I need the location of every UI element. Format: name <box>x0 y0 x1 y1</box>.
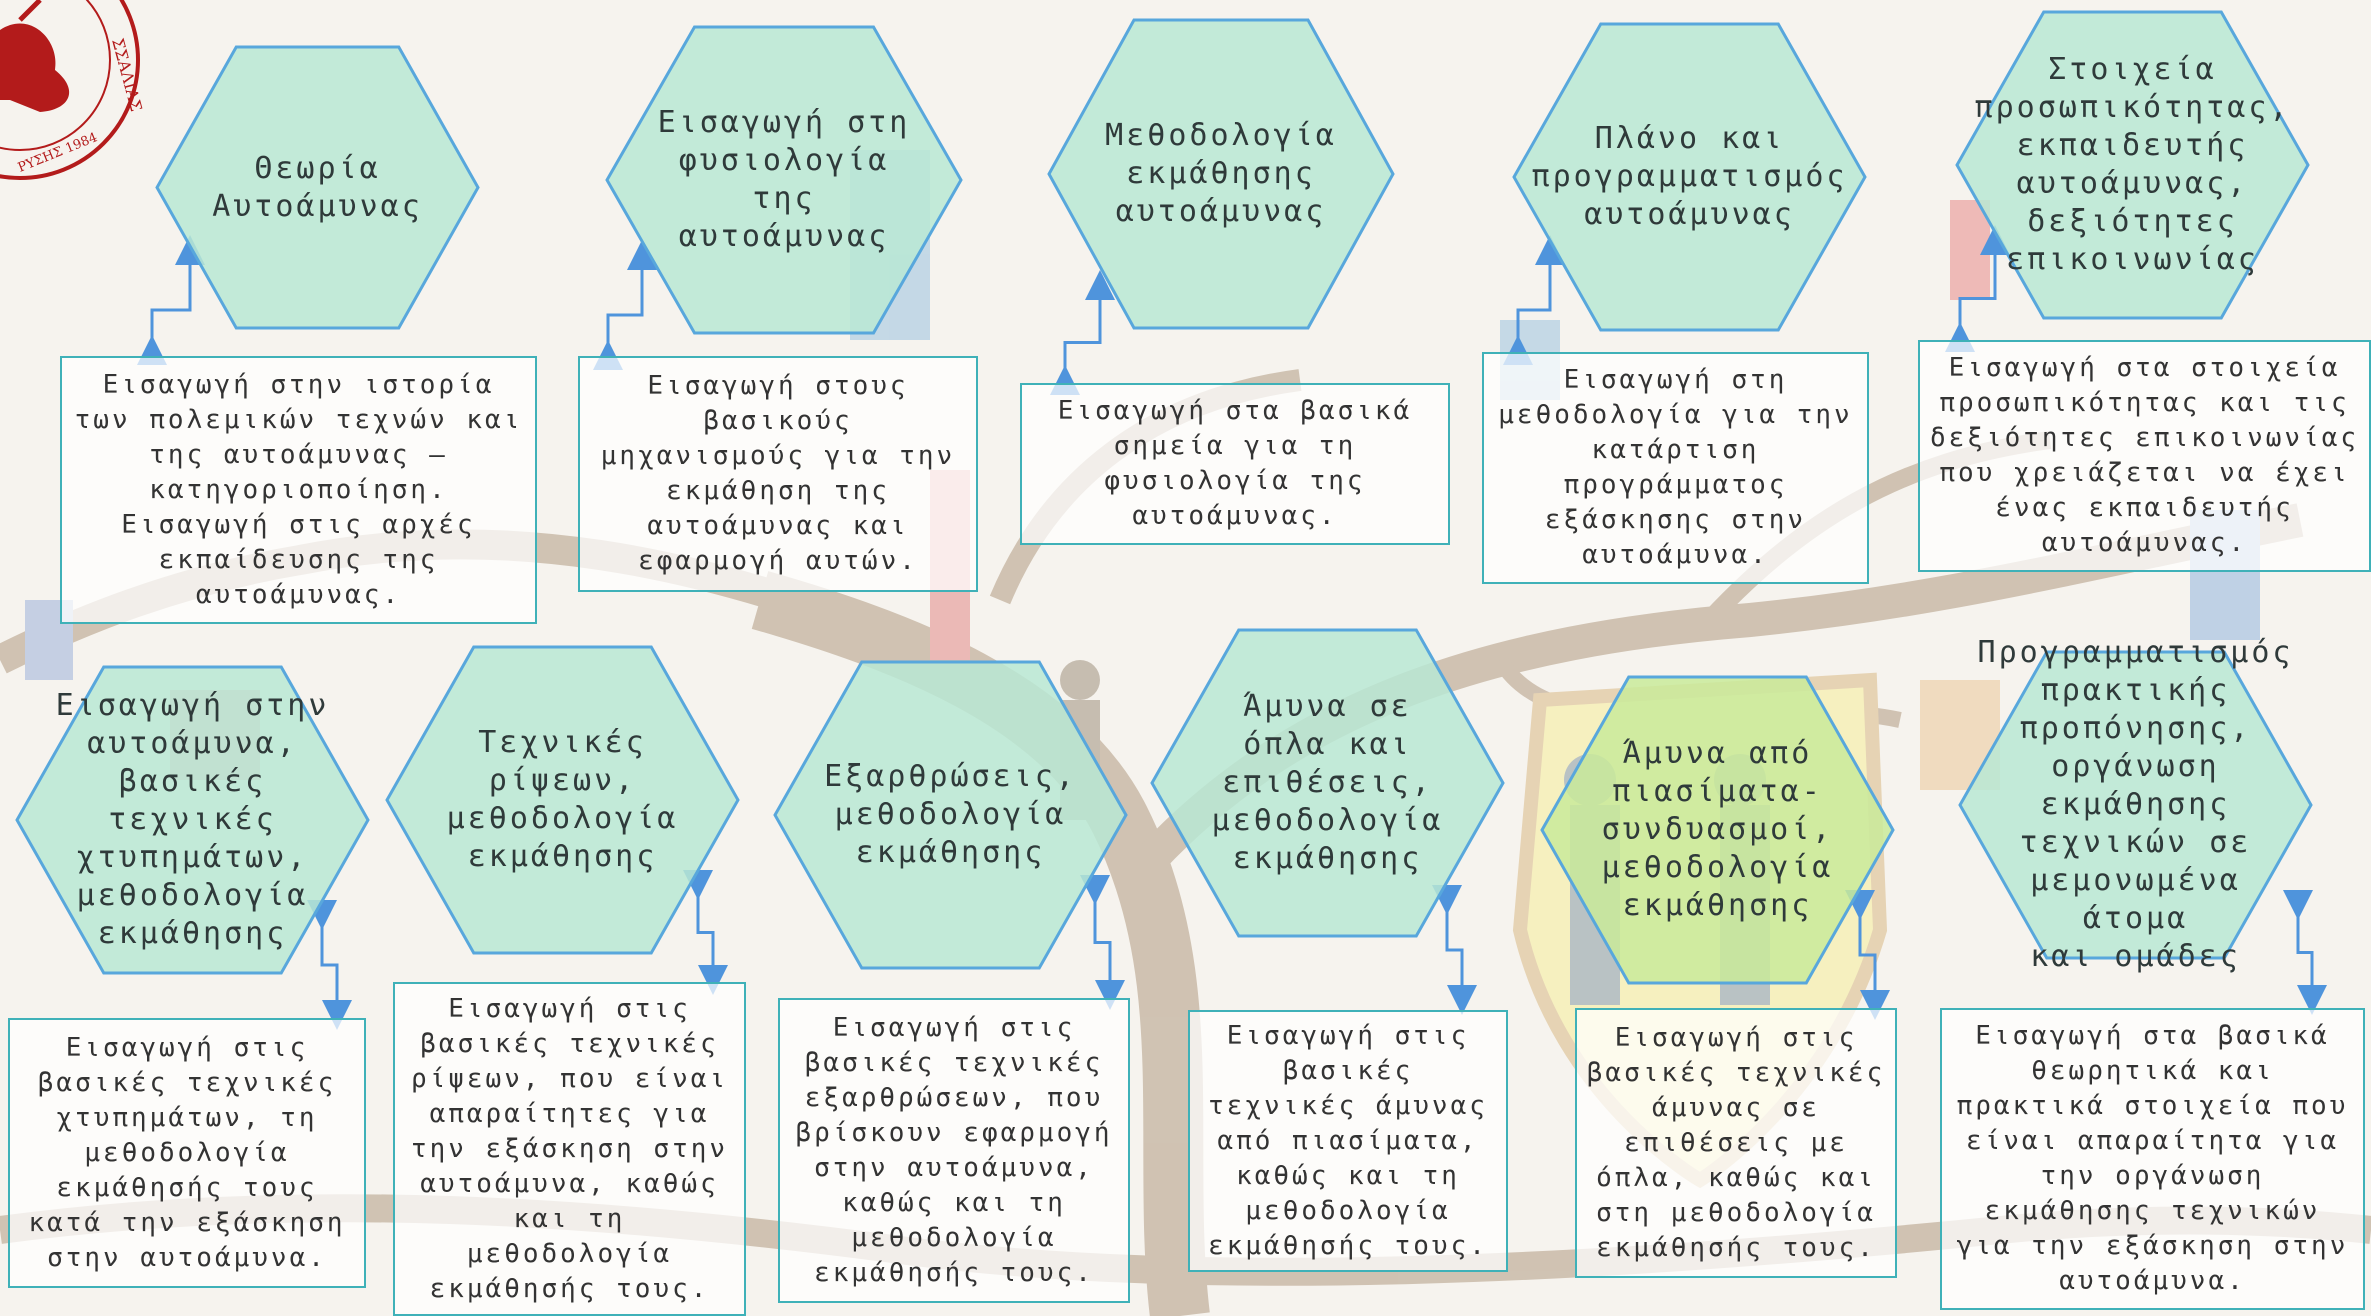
module-title: Προγραμματισμός πρακτικής προπόνησης, ορ… <box>1977 635 2294 974</box>
module-description-box: Εισαγωγή στα βασικά σημεία για τη φυσιολ… <box>1020 383 1450 545</box>
module-description-box: Εισαγωγή στις βασικές τεχνικές εξαρθρώσε… <box>778 998 1130 1303</box>
module-description-box: Εισαγωγή στην ιστορία των πολεμικών τεχν… <box>60 356 537 624</box>
module-title: Τεχνικές ρίψεων, μεθοδολογία εκμάθησης <box>446 725 679 874</box>
module-title: Εισαγωγή στη φυσιολογία της αυτοάμυνας <box>657 105 911 254</box>
hexagon-shape <box>155 45 480 330</box>
module-description-box: Εισαγωγή στα στοιχεία προσωπικότητας και… <box>1918 340 2371 572</box>
module-hexagon: Εξαρθρώσεις, μεθοδολογία εκμάθησης <box>773 660 1128 970</box>
hexagon-shape <box>1512 22 1867 332</box>
module-title: Εισαγωγή στην αυτοάμυνα, βασικές τεχνικέ… <box>55 688 330 951</box>
module-description: Εισαγωγή στις βασικές τεχνικές ρίψεων, π… <box>410 993 729 1304</box>
hexagon-shape <box>385 645 740 955</box>
module-title: Άμυνα από πιασίματα- συνδυασμοί, μεθοδολ… <box>1601 736 1834 923</box>
connector-arrow <box>1845 890 1890 1020</box>
module-description: Εισαγωγή στους βασικούς μηχανισμούς για … <box>600 371 956 576</box>
module-hexagon: Μεθοδολογία εκμάθησης αυτοάμυνας <box>1047 18 1395 330</box>
connector-arrow <box>307 900 352 1030</box>
module-hexagon: Θεωρία Αυτοάμυνας <box>155 45 480 330</box>
module-title: Πλάνο και προγραμματισμός αυτοάμυνας <box>1531 121 1848 232</box>
module-description-box: Εισαγωγή στις βασικές τεχνικές χτυπημάτω… <box>8 1018 366 1288</box>
module-description: Εισαγωγή στα βασικά θεωρητικά και πρακτι… <box>1956 1021 2349 1296</box>
module-title: Άμυνα σε όπλα και επιθέσεις, μεθοδολογία… <box>1211 689 1444 876</box>
svg-text:ΣΣΑΛΙΑΣ: ΣΣΑΛΙΑΣ <box>108 36 146 113</box>
module-description-box: Εισαγωγή στα βασικά θεωρητικά και πρακτι… <box>1940 1008 2365 1310</box>
module-description: Εισαγωγή στις βασικές τεχνικές άμυνας απ… <box>1208 1020 1488 1261</box>
module-description-box: Εισαγωγή στους βασικούς μηχανισμούς για … <box>578 356 978 592</box>
module-description: Εισαγωγή στις βασικές τεχνικές χτυπημάτω… <box>28 1032 346 1273</box>
connector-arrow <box>1945 225 2010 352</box>
hexagon-shape <box>1540 675 1895 985</box>
hexagon-shape <box>1955 10 2310 320</box>
hexagon-shape <box>1047 18 1395 330</box>
connector-arrow <box>593 240 657 370</box>
university-seal-logo: ΣΣΑΛΙΑΣ ΡΥΣΗΣ 1984 <box>0 0 146 180</box>
connector-arrow <box>137 235 205 365</box>
module-hexagon: Εισαγωγή στη φυσιολογία της αυτοάμυνας <box>605 25 963 335</box>
module-title: Μεθοδολογία εκμάθησης αυτοάμυνας <box>1105 118 1337 229</box>
module-hexagon: Άμυνα από πιασίματα- συνδυασμοί, μεθοδολ… <box>1540 675 1895 985</box>
connector-arrow <box>1080 875 1125 1010</box>
connector-arrow <box>1050 270 1115 395</box>
connector-arrow <box>1503 235 1565 365</box>
module-description-box: Εισαγωγή στη μεθοδολογία για την κατάρτι… <box>1482 352 1869 584</box>
connector-arrow <box>1432 885 1477 1015</box>
module-hexagon: Προγραμματισμός πρακτικής προπόνησης, ορ… <box>1958 635 2313 974</box>
connector-arrow <box>2283 890 2327 1015</box>
hexagon-shape <box>605 25 963 335</box>
svg-text:ΡΥΣΗΣ 1984: ΡΥΣΗΣ 1984 <box>16 130 100 175</box>
hexagon-shape <box>773 660 1128 970</box>
module-description: Εισαγωγή στις βασικές τεχνικές εξαρθρώσε… <box>795 1012 1113 1288</box>
hexagon-shape <box>1150 628 1505 938</box>
module-description-box: Εισαγωγή στις βασικές τεχνικές άμυνας απ… <box>1188 1010 1508 1272</box>
module-description: Εισαγωγή στις βασικές τεχνικές άμυνας σε… <box>1586 1022 1886 1263</box>
connector-arrow <box>683 870 728 995</box>
module-title: Θεωρία Αυτοάμυνας <box>212 150 423 224</box>
module-title: Στοιχεία προσωπικότητας, εκπαιδευτής αυτ… <box>1974 52 2291 277</box>
module-description-box: Εισαγωγή στις βασικές τεχνικές άμυνας σε… <box>1575 1008 1897 1278</box>
module-hexagon: Στοιχεία προσωπικότητας, εκπαιδευτής αυτ… <box>1955 10 2310 320</box>
module-hexagon: Εισαγωγή στην αυτοάμυνα, βασικές τεχνικέ… <box>15 665 370 975</box>
module-hexagon: Άμυνα σε όπλα και επιθέσεις, μεθοδολογία… <box>1150 628 1505 938</box>
module-description: Εισαγωγή στα στοιχεία προσωπικότητας και… <box>1929 353 2360 558</box>
module-description: Εισαγωγή στην ιστορία των πολεμικών τεχν… <box>74 369 523 610</box>
module-hexagon: Τεχνικές ρίψεων, μεθοδολογία εκμάθησης <box>385 645 740 955</box>
module-description-box: Εισαγωγή στις βασικές τεχνικές ρίψεων, π… <box>393 982 746 1316</box>
hexagon-shape <box>1958 650 2313 960</box>
module-description: Εισαγωγή στα βασικά σημεία για τη φυσιολ… <box>1057 396 1413 531</box>
module-hexagon: Πλάνο και προγραμματισμός αυτοάμυνας <box>1512 22 1867 332</box>
module-title: Εξαρθρώσεις, μεθοδολογία εκμάθησης <box>824 759 1077 870</box>
hexagon-shape <box>15 665 370 975</box>
module-description: Εισαγωγή στη μεθοδολογία για την κατάρτι… <box>1498 365 1853 570</box>
